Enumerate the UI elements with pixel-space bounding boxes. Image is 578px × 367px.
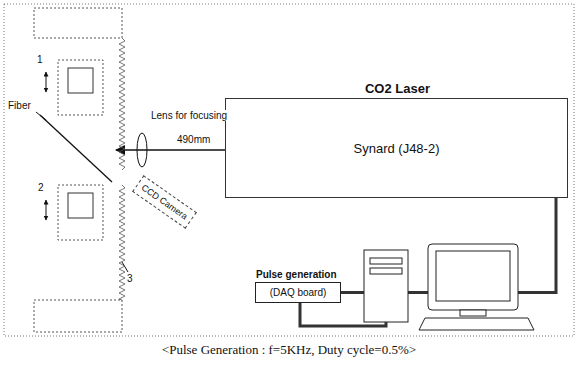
part-label: Fiber — [7, 100, 32, 111]
callout-number: 1 — [36, 54, 44, 65]
computer-cable — [300, 302, 386, 326]
spring-symbol — [119, 38, 125, 170]
node-label: CCD Camera — [140, 182, 190, 221]
part-label: Lens for focusing — [150, 110, 228, 121]
laser-beam — [116, 149, 225, 151]
spring-symbol — [119, 185, 125, 300]
computer-tower — [364, 250, 408, 322]
motion-arrow — [46, 200, 47, 220]
node-label: (DAQ board) — [270, 287, 327, 298]
camera-box: CCD Camera — [132, 175, 197, 229]
monitor-stand — [460, 310, 486, 316]
node-label: Synard (J48-2) — [354, 141, 440, 156]
monitor-screen — [436, 251, 510, 301]
upper-stage-block — [68, 68, 93, 93]
upper-stage — [58, 60, 103, 115]
lower-stage-block — [68, 193, 93, 218]
figure-frame — [4, 4, 574, 336]
motion-arrow — [46, 72, 47, 92]
springs — [119, 38, 125, 300]
lower-mount — [34, 300, 122, 332]
node-heading: CO2 Laser — [365, 81, 430, 96]
upper-mount — [34, 8, 122, 38]
dimension-label: 490mm — [176, 134, 211, 145]
lower-stage — [58, 185, 103, 240]
node-heading: Pulse generation — [256, 269, 337, 280]
callout-number: 3 — [126, 273, 134, 284]
callout-number: 2 — [37, 182, 45, 193]
fiber-line — [40, 115, 112, 182]
caption: <Pulse Generation : f=5KHz, Duty cycle=0… — [0, 342, 578, 358]
drive-bay — [370, 268, 402, 274]
monitor — [428, 244, 518, 310]
keyboard — [419, 318, 534, 330]
leader-line — [36, 112, 46, 120]
daq-box: Pulse generation(DAQ board) — [255, 282, 341, 303]
laser-box: CO2 LaserSynard (J48-2) — [225, 98, 568, 198]
drive-bay — [370, 258, 402, 264]
